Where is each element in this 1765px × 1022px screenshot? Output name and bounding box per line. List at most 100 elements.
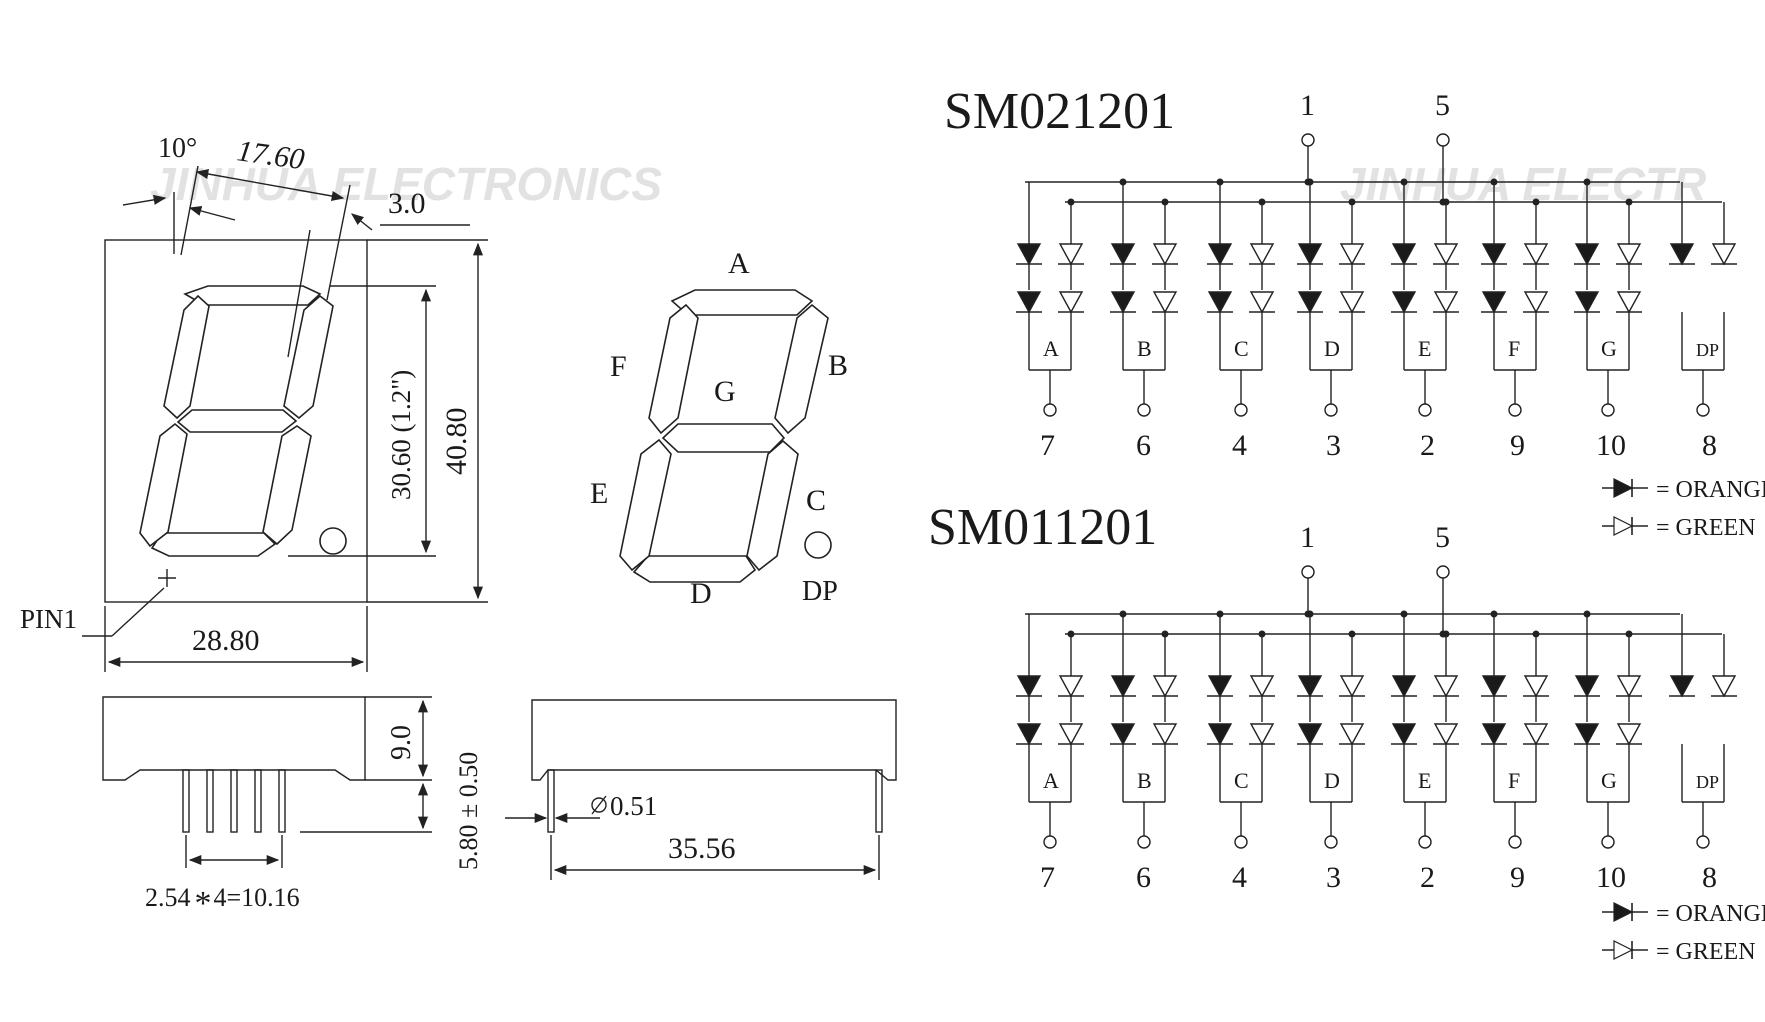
side-pin-length-label: 5.80 ± 0.50 xyxy=(454,752,483,870)
pin-number-label: 9 xyxy=(1510,861,1525,894)
schematic-title: SM021201 xyxy=(944,83,1175,140)
green-led-icon xyxy=(1523,243,1549,266)
green-led-icon xyxy=(1523,291,1549,314)
pin-terminal xyxy=(1234,403,1248,417)
green-led-icon xyxy=(1339,243,1365,266)
pin-terminal xyxy=(1043,403,1057,417)
pin-terminal xyxy=(1137,835,1151,849)
pin-number-label: 4 xyxy=(1232,429,1247,462)
segment-label: C xyxy=(1234,768,1249,793)
pin-number-label: 7 xyxy=(1040,861,1055,894)
legend-green-label: = GREEN xyxy=(1656,515,1756,541)
orange-led-icon xyxy=(1016,675,1042,698)
end-body-outline xyxy=(531,699,897,781)
diameter-icon xyxy=(591,797,607,813)
orange-led-icon xyxy=(1481,675,1507,698)
green-led-icon xyxy=(1711,675,1737,698)
segment-label: D xyxy=(1324,336,1340,361)
map-label-a: A xyxy=(728,247,750,280)
segment-label: A xyxy=(1043,336,1059,361)
junction-dot xyxy=(1258,630,1266,638)
orange-led-icon xyxy=(1481,723,1507,746)
green-led-icon xyxy=(1058,243,1084,266)
pin-terminal xyxy=(1324,835,1338,849)
green-led-icon xyxy=(1616,243,1642,266)
schematic-title: SM011201 xyxy=(928,499,1157,556)
map-segment-c xyxy=(746,439,799,572)
segment-label: E xyxy=(1418,768,1431,793)
orange-led-icon xyxy=(1207,291,1233,314)
pin-terminal xyxy=(1508,403,1522,417)
orange-led-icon xyxy=(1669,243,1695,266)
segment-label: C xyxy=(1234,336,1249,361)
pin-terminal xyxy=(1601,835,1615,849)
map-label-g: G xyxy=(714,375,736,408)
pin-number-label: 3 xyxy=(1326,861,1341,894)
junction-dot xyxy=(1583,610,1591,618)
junction-dot xyxy=(1216,178,1224,186)
green-led-icon xyxy=(1433,675,1459,698)
map-segment-f xyxy=(648,303,699,435)
legend-green-led-icon xyxy=(1613,516,1634,536)
junction-dot xyxy=(1583,178,1591,186)
green-led-icon xyxy=(1339,291,1365,314)
front-body-outline xyxy=(104,239,368,603)
common-pin-label: 5 xyxy=(1435,89,1450,122)
green-led-icon xyxy=(1433,723,1459,746)
front-dp-dot xyxy=(319,527,347,555)
pin-number-label: 8 xyxy=(1702,861,1717,894)
map-label-b: B xyxy=(828,349,848,382)
side-pitch-label: 2.54*4=10.16 xyxy=(145,883,300,922)
green-led-icon xyxy=(1152,291,1178,314)
junction-dot xyxy=(1625,630,1633,638)
front-top-offset-label: 3.0 xyxy=(388,187,426,220)
junction-dot xyxy=(1119,610,1127,618)
front-segment-g xyxy=(176,409,298,433)
junction-dot xyxy=(1532,630,1540,638)
legend-orange-led-icon xyxy=(1613,478,1634,498)
orange-led-icon xyxy=(1016,243,1042,266)
map-segment-b xyxy=(774,303,829,435)
front-digit-segments xyxy=(139,285,347,557)
side-view: 9.0 5.80 ± 0.50 2.54*4=10.16 xyxy=(102,696,483,922)
pin-number-label: 6 xyxy=(1136,429,1151,462)
orange-led-icon xyxy=(1297,243,1323,266)
green-led-icon xyxy=(1058,723,1084,746)
green-led-icon xyxy=(1152,723,1178,746)
green-led-icon xyxy=(1152,243,1178,266)
map-segment-e xyxy=(619,438,672,572)
pin-terminal xyxy=(1137,403,1151,417)
orange-led-icon xyxy=(1297,291,1323,314)
orange-led-icon xyxy=(1207,723,1233,746)
segment-label: B xyxy=(1137,336,1152,361)
green-led-icon xyxy=(1339,723,1365,746)
junction-dot xyxy=(1306,178,1314,186)
front-width-label: 28.80 xyxy=(192,624,260,657)
segment-label: F xyxy=(1508,768,1520,793)
orange-led-icon xyxy=(1110,291,1136,314)
front-segment-c xyxy=(262,425,312,546)
orange-led-icon xyxy=(1574,291,1600,314)
end-pin-diameter-label: 0.51 xyxy=(610,791,657,821)
pin-number-label: 2 xyxy=(1420,861,1435,894)
common-pin-terminal xyxy=(1436,565,1450,579)
segment-map: A B C D E F G DP xyxy=(590,247,848,610)
pin-number-label: 2 xyxy=(1420,429,1435,462)
map-label-d: D xyxy=(690,577,712,610)
junction-dot xyxy=(1119,178,1127,186)
orange-led-icon xyxy=(1207,243,1233,266)
pin-terminal xyxy=(1696,403,1710,417)
orange-led-icon xyxy=(1110,243,1136,266)
side-body-height-label: 9.0 xyxy=(386,725,417,760)
legend-orange-label: = ORANGE xyxy=(1656,477,1765,503)
pin-terminal xyxy=(1324,403,1338,417)
legend-orange-label: = ORANGE xyxy=(1656,901,1765,927)
junction-dot xyxy=(1161,630,1169,638)
junction-dot xyxy=(1400,178,1408,186)
green-led-icon xyxy=(1616,723,1642,746)
junction-dot xyxy=(1490,610,1498,618)
junction-dot xyxy=(1442,630,1450,638)
junction-dot xyxy=(1532,198,1540,206)
side-pitch-value: 2.54 xyxy=(145,883,191,912)
